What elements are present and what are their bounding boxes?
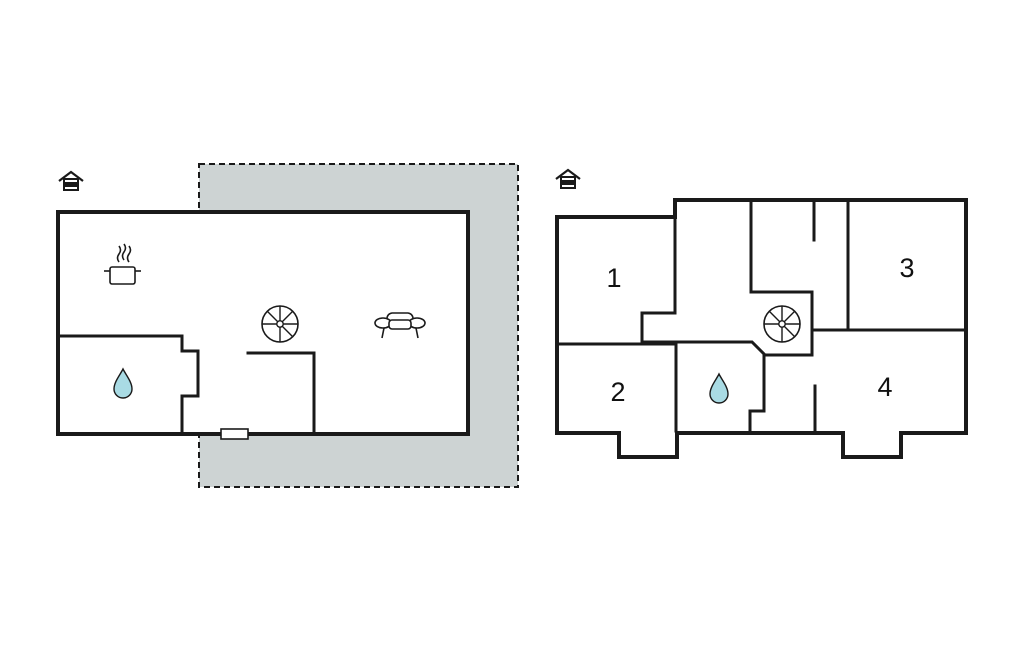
sofa-icon xyxy=(374,312,426,339)
stair-alcove-wall xyxy=(749,200,814,357)
bathroom-wall xyxy=(58,334,200,434)
upper-floor-outer-walls xyxy=(555,198,968,459)
room-1-wall xyxy=(640,217,677,344)
ground-floor-outer-walls xyxy=(56,210,470,436)
room-label-1: 1 xyxy=(606,263,621,293)
stair-partition-wall xyxy=(246,351,316,434)
cooking-pot-icon xyxy=(104,243,141,285)
corridor-wall-lower xyxy=(642,340,766,433)
spiral-staircase-icon xyxy=(261,305,299,343)
room-label-2: 2 xyxy=(610,377,625,407)
room-label-3: 3 xyxy=(899,253,914,283)
spiral-staircase-icon xyxy=(763,305,801,343)
ground-floor xyxy=(56,163,519,488)
upper-floor: 1 2 3 4 xyxy=(554,168,968,459)
house-icon xyxy=(57,170,85,192)
upper-floor-interior xyxy=(557,200,966,457)
door-icon xyxy=(220,428,249,440)
house-icon xyxy=(554,168,582,190)
room-label-4: 4 xyxy=(877,372,892,402)
